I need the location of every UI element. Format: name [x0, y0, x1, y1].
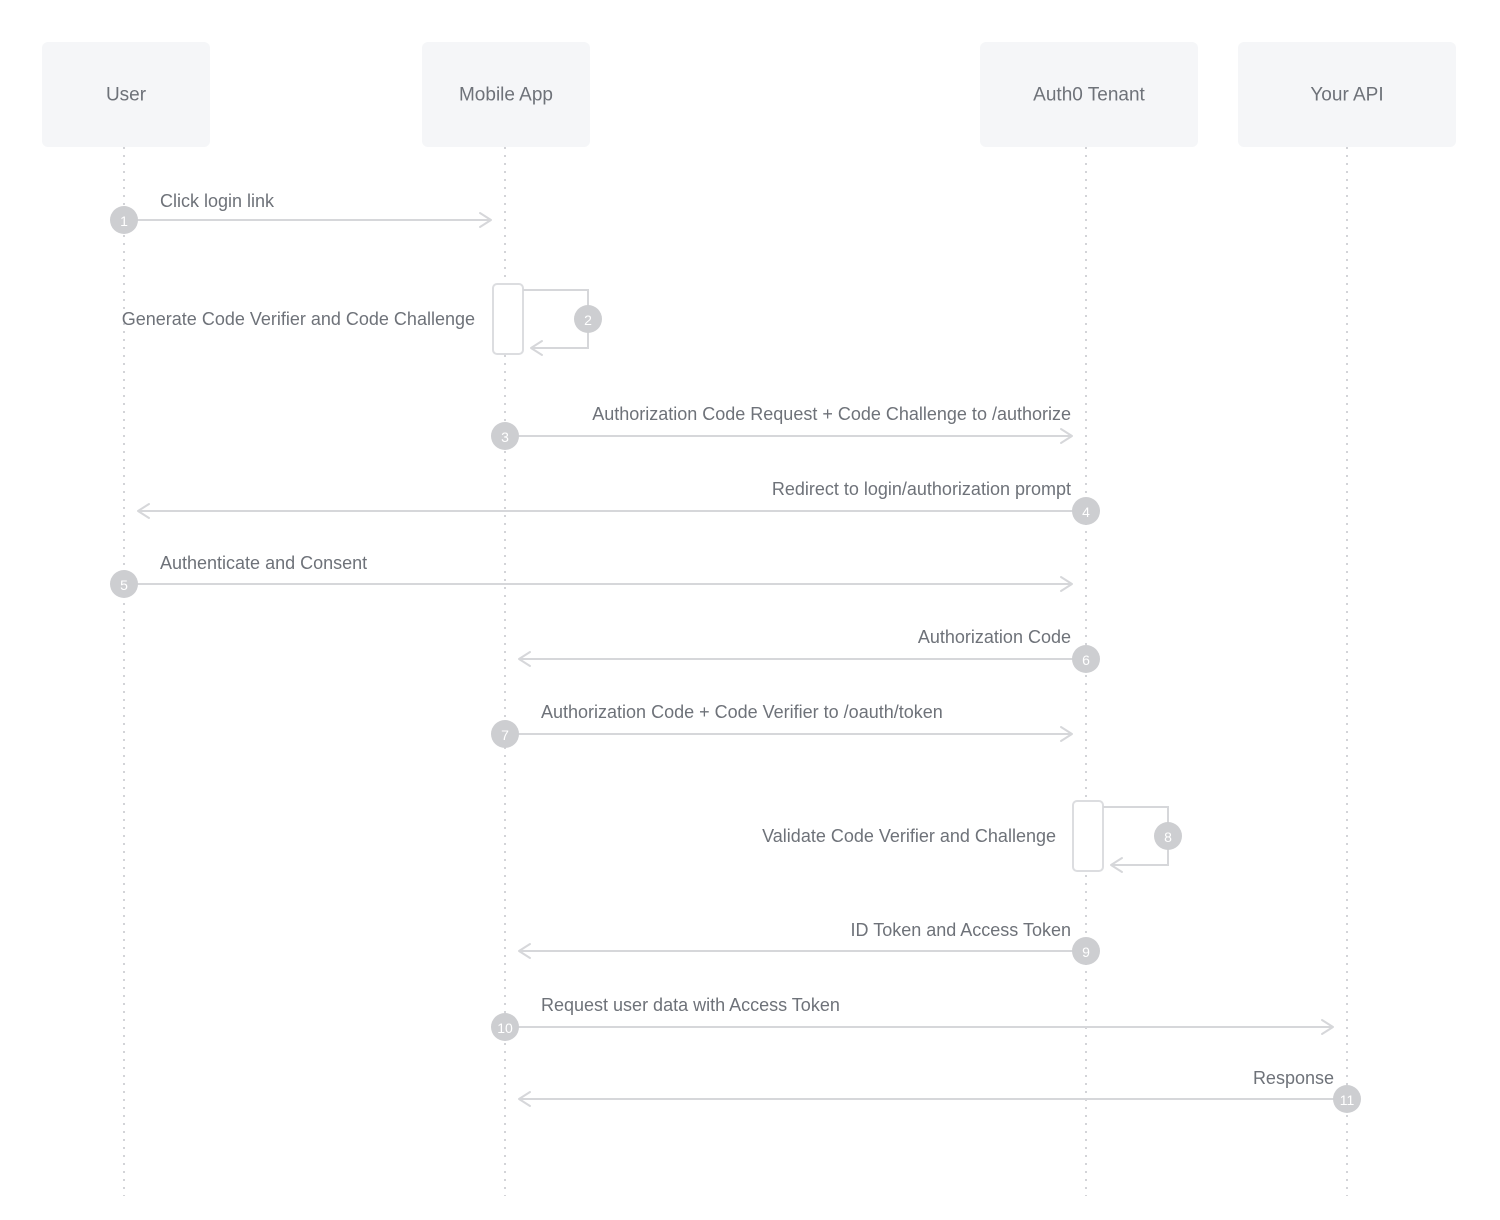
step-circle-3: [491, 422, 519, 450]
step-number-1: 1: [120, 213, 128, 229]
message-8[interactable]: Validate Code Verifier and Challenge 8: [762, 800, 1182, 873]
activation-box-8: [1072, 800, 1104, 872]
message-4[interactable]: Redirect to login/authorization prompt 4: [137, 479, 1100, 525]
actor-label-api: Your API: [1310, 85, 1383, 106]
step-badge-5: 5: [110, 570, 138, 598]
arrowhead-7: [1060, 726, 1073, 742]
arrowhead-4: [137, 503, 150, 519]
step-number-2: 2: [584, 312, 592, 328]
arrowhead-9: [518, 943, 531, 959]
step-number-4: 4: [1082, 504, 1090, 520]
actor-box-auth0: [980, 42, 1198, 147]
step-circle-4: [1072, 497, 1100, 525]
step-badge-2: 2: [574, 305, 602, 333]
message-label-1: Click login link: [160, 191, 275, 211]
message-label-11: Response: [1253, 1068, 1334, 1088]
message-label-9: ID Token and Access Token: [851, 920, 1071, 940]
step-circle-1: [110, 206, 138, 234]
message-label-6: Authorization Code: [918, 627, 1071, 647]
actor-label-user: User: [106, 85, 147, 106]
actor-label-auth0: Auth0 Tenant: [1033, 85, 1145, 106]
arrowhead-8: [1110, 857, 1123, 873]
step-number-5: 5: [120, 577, 128, 593]
arrowhead-11: [518, 1091, 531, 1107]
message-3[interactable]: Authorization Code Request + Code Challe…: [491, 404, 1073, 450]
step-number-8: 8: [1164, 829, 1172, 845]
step-circle-5: [110, 570, 138, 598]
arrowhead-1: [479, 212, 492, 228]
step-badge-1: 1: [110, 206, 138, 234]
arrowhead-2: [530, 340, 543, 356]
step-badge-6: 6: [1072, 645, 1100, 673]
message-label-7: Authorization Code + Code Verifier to /o…: [541, 702, 943, 722]
step-number-10: 10: [497, 1020, 513, 1036]
actor-api[interactable]: Your API: [1238, 42, 1456, 147]
activation-box-2: [492, 283, 524, 355]
step-circle-9: [1072, 937, 1100, 965]
actors-layer: User Mobile App Auth0 Tenant Your API: [42, 42, 1456, 147]
message-label-10: Request user data with Access Token: [541, 995, 840, 1015]
step-number-11: 11: [1340, 1092, 1355, 1108]
message-2[interactable]: Generate Code Verifier and Code Challeng…: [122, 283, 602, 356]
step-circle-6: [1072, 645, 1100, 673]
step-badge-8: 8: [1154, 822, 1182, 850]
step-circle-11: [1333, 1085, 1361, 1113]
step-circle-2: [574, 305, 602, 333]
step-badge-3: 3: [491, 422, 519, 450]
actor-label-app: Mobile App: [459, 85, 553, 106]
message-label-2: Generate Code Verifier and Code Challeng…: [122, 309, 475, 329]
message-label-4: Redirect to login/authorization prompt: [772, 479, 1071, 499]
actor-app[interactable]: Mobile App: [422, 42, 590, 147]
arrowhead-3: [1060, 428, 1073, 444]
message-6[interactable]: Authorization Code 6: [518, 627, 1100, 673]
step-number-7: 7: [501, 727, 509, 743]
step-badge-9: 9: [1072, 937, 1100, 965]
step-circle-10: [491, 1013, 519, 1041]
actor-box-app: [422, 42, 590, 147]
arrowhead-10: [1321, 1019, 1334, 1035]
actor-user[interactable]: User: [42, 42, 210, 147]
lifelines-layer: [123, 147, 1348, 1196]
step-number-6: 6: [1082, 652, 1090, 668]
step-circle-7: [491, 720, 519, 748]
actor-box-user: [42, 42, 210, 147]
message-1[interactable]: Click login link 1: [110, 191, 492, 234]
message-label-5: Authenticate and Consent: [160, 553, 367, 573]
arrowhead-5: [1060, 576, 1073, 592]
message-10[interactable]: Request user data with Access Token 10: [491, 995, 1334, 1041]
actor-box-api: [1238, 42, 1456, 147]
step-number-3: 3: [501, 429, 509, 445]
message-5[interactable]: Authenticate and Consent 5: [110, 553, 1073, 598]
message-11[interactable]: Response 11: [518, 1068, 1361, 1113]
step-badge-7: 7: [491, 720, 519, 748]
actor-auth0[interactable]: Auth0 Tenant: [980, 42, 1198, 147]
step-circle-8: [1154, 822, 1182, 850]
message-label-8: Validate Code Verifier and Challenge: [762, 826, 1056, 846]
step-number-9: 9: [1082, 944, 1090, 960]
message-7[interactable]: Authorization Code + Code Verifier to /o…: [491, 702, 1073, 748]
arrowhead-6: [518, 651, 531, 667]
message-label-3: Authorization Code Request + Code Challe…: [592, 404, 1071, 424]
step-badge-11: 11: [1333, 1085, 1361, 1113]
step-badge-4: 4: [1072, 497, 1100, 525]
step-badge-10: 10: [491, 1013, 519, 1041]
message-9[interactable]: ID Token and Access Token 9: [518, 920, 1100, 965]
